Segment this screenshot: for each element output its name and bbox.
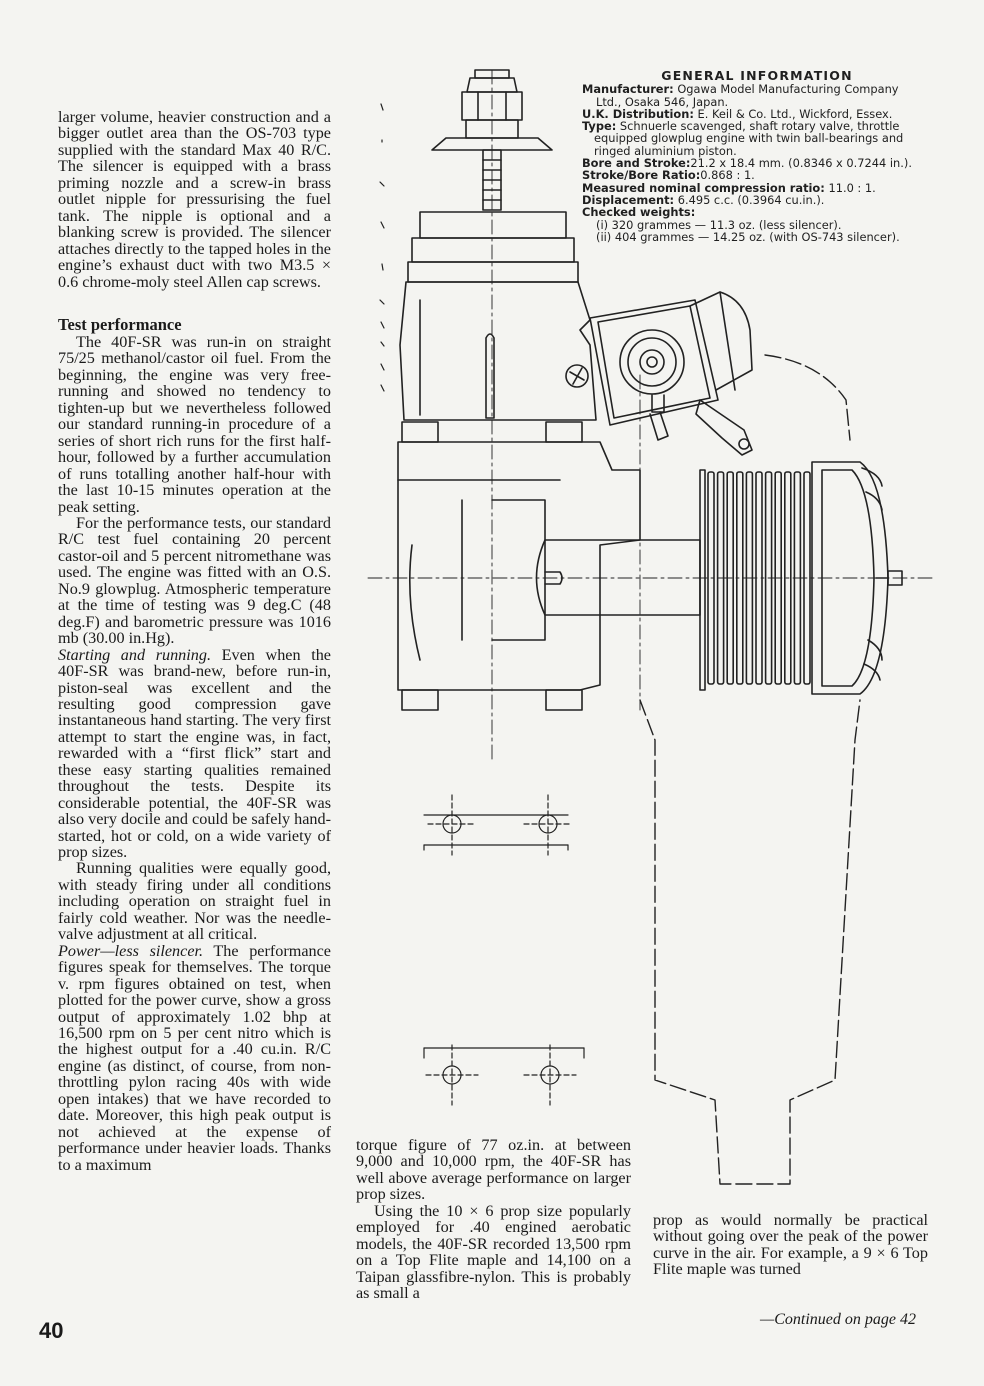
continued-note: —Continued on page 42 xyxy=(760,1311,916,1328)
cooling-fin xyxy=(745,471,754,685)
cooling-fin xyxy=(735,471,744,685)
paragraph-run-in: The 40F-SR was run-in on straight 75/25 … xyxy=(58,332,331,516)
weight-row-1: (i) 320 grammes — 11.3 oz. (less silence… xyxy=(596,217,842,232)
cooling-fin xyxy=(774,471,783,685)
paragraph-running-qualities: Running qualities were equally good, wit… xyxy=(58,859,331,944)
margin-marks xyxy=(379,103,385,392)
cooling-fin xyxy=(793,471,802,685)
type-row: Type: Schnuerle scavenged, shaft rotary … xyxy=(582,119,900,134)
run-in-heading-power: Power—less silencer. xyxy=(58,941,204,960)
manufacturer-row-cont: Ltd., Osaka 546, Japan. xyxy=(596,94,729,109)
carburettor xyxy=(565,291,753,456)
cylinder-head xyxy=(699,461,903,695)
general-information-panel: GENERAL INFORMATION Manufacturer: Ogawa … xyxy=(582,68,932,244)
bolt-holes xyxy=(423,794,585,1106)
paragraph-torque: torque figure of 77 oz.in. at between 9,… xyxy=(356,1136,631,1204)
cooling-fin xyxy=(755,471,763,685)
type-row-cont: equipped glowplug engine with twin ball-… xyxy=(594,131,904,146)
paragraph-silencer: larger volume, heavier construction and … xyxy=(58,108,331,291)
cylinder-fins xyxy=(707,471,811,685)
compression-ratio-row: Measured nominal compression ratio: 11.0… xyxy=(582,180,876,195)
cooling-fin xyxy=(783,471,792,685)
uk-distribution-row: U.K. Distribution: E. Keil & Co. Ltd., W… xyxy=(582,106,893,121)
middle-text-column: torque figure of 77 oz.in. at between 9,… xyxy=(356,1137,631,1302)
silencer-outline xyxy=(639,354,861,1185)
paragraph-prop-size: Using the 10 × 6 prop size popularly emp… xyxy=(356,1201,631,1303)
stroke-bore-ratio-row: Stroke/Bore Ratio:0.868 : 1. xyxy=(582,168,755,183)
type-row-cont-2: ringed aluminium piston. xyxy=(594,143,737,158)
checked-weights-row: Checked weights: xyxy=(582,205,696,220)
engine-technical-drawing xyxy=(367,69,936,1185)
upper-crankcase xyxy=(399,211,597,421)
cooling-fin xyxy=(716,471,725,685)
cooling-fin xyxy=(726,471,735,685)
weight-row-2: (ii) 404 grammes — 14.25 oz. (with OS-74… xyxy=(596,229,900,244)
run-in-heading-starting: Starting and running. xyxy=(58,645,212,664)
cooling-fin xyxy=(707,471,715,685)
left-text-column: larger volume, heavier construction and … xyxy=(58,109,331,1173)
needle-valve-assembly xyxy=(431,69,553,211)
paragraph-starting: Starting and running. Even when the 40F-… xyxy=(58,645,331,862)
page-number: 40 xyxy=(39,1318,64,1343)
general-information-title: GENERAL INFORMATION xyxy=(661,68,853,83)
paragraph-prop-practical: prop as would normally be practical with… xyxy=(653,1211,928,1279)
displacement-row: Displacement: 6.495 c.c. (0.3964 cu.in.)… xyxy=(582,192,825,207)
paragraph-test-fuel: For the performance tests, our standard … xyxy=(58,513,331,648)
section-heading-test-performance: Test performance xyxy=(58,314,182,334)
cooling-fin xyxy=(803,471,811,685)
right-text-column: prop as would normally be practical with… xyxy=(653,1212,928,1278)
bore-stroke-row: Bore and Stroke:21.2 x 18.4 mm. (0.8346 … xyxy=(582,156,912,171)
paragraph-power: Power—less silencer. The performance fig… xyxy=(58,941,331,1174)
crankcase-body xyxy=(397,421,701,711)
cooling-fin xyxy=(764,471,773,685)
manufacturer-row: Manufacturer: Ogawa Model Manufacturing … xyxy=(582,82,899,97)
